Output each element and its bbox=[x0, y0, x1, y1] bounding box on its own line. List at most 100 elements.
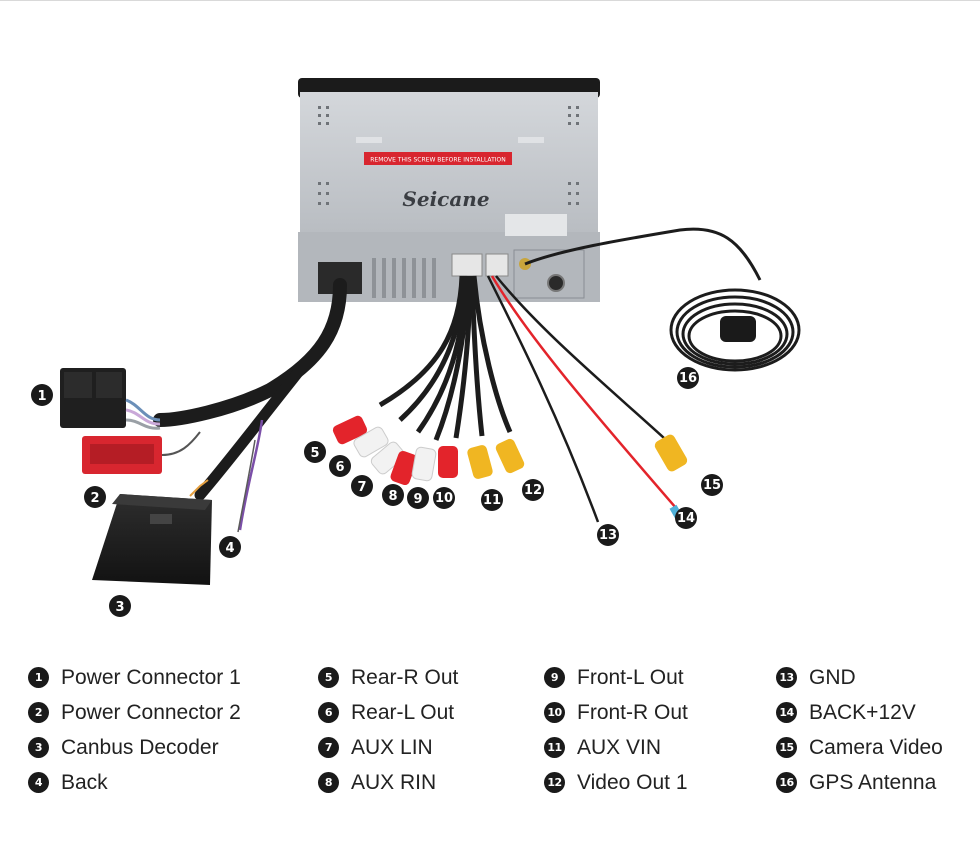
legend-label: Front-L Out bbox=[577, 665, 684, 689]
legend-item: 12 Video Out 1 bbox=[544, 765, 688, 800]
legend-item: 5 Rear-R Out bbox=[318, 660, 458, 695]
legend-label: Power Connector 2 bbox=[61, 700, 241, 724]
legend-label: AUX VIN bbox=[577, 735, 662, 759]
svg-text:7: 7 bbox=[357, 480, 366, 495]
callout-10: 10 bbox=[433, 487, 455, 509]
rca-plug-12 bbox=[495, 438, 525, 474]
callout-badges: 1 2 3 4 5 6 7 8 9 10 11 12 13 14 15 16 bbox=[31, 367, 723, 617]
legend-label: Canbus Decoder bbox=[61, 735, 219, 759]
legend-item: 14 BACK+12V bbox=[776, 695, 943, 730]
callout-15: 15 bbox=[701, 474, 723, 496]
callout-1: 1 bbox=[31, 384, 53, 406]
rca-plug-5 bbox=[332, 415, 368, 445]
aux-wires bbox=[486, 275, 677, 523]
legend-badge: 2 bbox=[28, 702, 49, 723]
case-slot-right bbox=[518, 137, 544, 143]
rca-cable-bundle bbox=[378, 275, 513, 441]
callout-4: 4 bbox=[219, 536, 241, 558]
spec-sticker bbox=[505, 214, 567, 236]
legend-badge: 4 bbox=[28, 772, 49, 793]
svg-text:16: 16 bbox=[679, 371, 697, 386]
heatsink-fins bbox=[372, 258, 436, 298]
rca-plug-10 bbox=[438, 446, 458, 478]
legend-badge: 15 bbox=[776, 737, 797, 758]
callout-11: 11 bbox=[481, 489, 503, 511]
legend-item: 15 Camera Video bbox=[776, 730, 943, 765]
warning-label: REMOVE THIS SCREW BEFORE INSTALLATION bbox=[370, 157, 505, 164]
legend-item: 11 AUX VIN bbox=[544, 730, 688, 765]
legend-badge: 5 bbox=[318, 667, 339, 688]
legend-badge: 3 bbox=[28, 737, 49, 758]
top-divider bbox=[0, 0, 980, 1]
legend-column-2: 5 Rear-R Out 6 Rear-L Out 7 AUX LIN 8 AUX RI… bbox=[318, 660, 458, 800]
callout-2: 2 bbox=[84, 486, 106, 508]
legend-badge: 7 bbox=[318, 737, 339, 758]
svg-text:2: 2 bbox=[90, 491, 99, 506]
legend-item: 1 Power Connector 1 bbox=[28, 660, 241, 695]
power-connector-1 bbox=[60, 368, 161, 430]
legend-label: GND bbox=[809, 665, 856, 689]
legend-badge: 9 bbox=[544, 667, 565, 688]
legend-column-3: 9 Front-L Out 10 Front-R Out 11 AUX VIN 12 V… bbox=[544, 660, 688, 800]
rca-port-block bbox=[451, 253, 483, 277]
vent-holes bbox=[318, 106, 579, 205]
callout-3: 3 bbox=[109, 595, 131, 617]
rca-plug-11 bbox=[467, 445, 493, 479]
callout-12: 12 bbox=[522, 479, 544, 501]
legend-item: 4 Back bbox=[28, 765, 241, 800]
back-wire-purple bbox=[238, 419, 264, 531]
legend-item: 8 AUX RIN bbox=[318, 765, 458, 800]
legend-item: 9 Front-L Out bbox=[544, 660, 688, 695]
rca-plug-9 bbox=[411, 446, 437, 482]
legend-label: Rear-L Out bbox=[351, 700, 455, 724]
wiring-diagram: REMOVE THIS SCREW BEFORE INSTALLATION Se… bbox=[31, 78, 801, 617]
callout-8: 8 bbox=[382, 484, 404, 506]
svg-text:12: 12 bbox=[524, 483, 542, 498]
svg-text:13: 13 bbox=[599, 528, 617, 543]
callout-16: 16 bbox=[677, 367, 699, 389]
svg-text:4: 4 bbox=[225, 541, 234, 556]
legend-badge: 11 bbox=[544, 737, 565, 758]
svg-text:11: 11 bbox=[483, 493, 501, 508]
legend-label: Rear-R Out bbox=[351, 665, 459, 689]
rca-plug-15 bbox=[654, 434, 688, 472]
legend-label: AUX LIN bbox=[351, 735, 433, 759]
svg-text:6: 6 bbox=[335, 460, 344, 475]
legend-label: GPS Antenna bbox=[809, 770, 937, 794]
svg-text:14: 14 bbox=[677, 511, 695, 526]
callout-13: 13 bbox=[597, 524, 619, 546]
legend-badge: 6 bbox=[318, 702, 339, 723]
legend-badge: 8 bbox=[318, 772, 339, 793]
legend-item: 10 Front-R Out bbox=[544, 695, 688, 730]
warning-strip bbox=[364, 152, 512, 165]
svg-text:1: 1 bbox=[37, 389, 46, 404]
head-unit: REMOVE THIS SCREW BEFORE INSTALLATION Se… bbox=[298, 78, 600, 302]
legend-label: Camera Video bbox=[809, 735, 943, 759]
rca-plug-8 bbox=[390, 450, 418, 486]
legend-label: Video Out 1 bbox=[577, 770, 688, 794]
aux-port-block bbox=[485, 253, 509, 277]
legend-label: Back bbox=[61, 770, 108, 794]
main-harness-cable bbox=[153, 278, 347, 427]
legend-badge: 1 bbox=[28, 667, 49, 688]
decoder-harness-cable bbox=[194, 364, 306, 501]
antenna-panel bbox=[513, 249, 585, 299]
svg-text:10: 10 bbox=[435, 491, 453, 506]
case-slot-left bbox=[356, 137, 382, 143]
canbus-decoder-box bbox=[92, 479, 212, 585]
brand-logo: Seicane bbox=[402, 187, 489, 211]
legend-badge: 12 bbox=[544, 772, 565, 793]
legend-badge: 10 bbox=[544, 702, 565, 723]
legend-label: Power Connector 1 bbox=[61, 665, 241, 689]
legend-badge: 14 bbox=[776, 702, 797, 723]
legend-label: BACK+12V bbox=[809, 700, 916, 724]
legend-label: Front-R Out bbox=[577, 700, 688, 724]
legend-label: AUX RIN bbox=[351, 770, 437, 794]
svg-text:15: 15 bbox=[703, 478, 721, 493]
radio-antenna-port bbox=[547, 274, 565, 292]
